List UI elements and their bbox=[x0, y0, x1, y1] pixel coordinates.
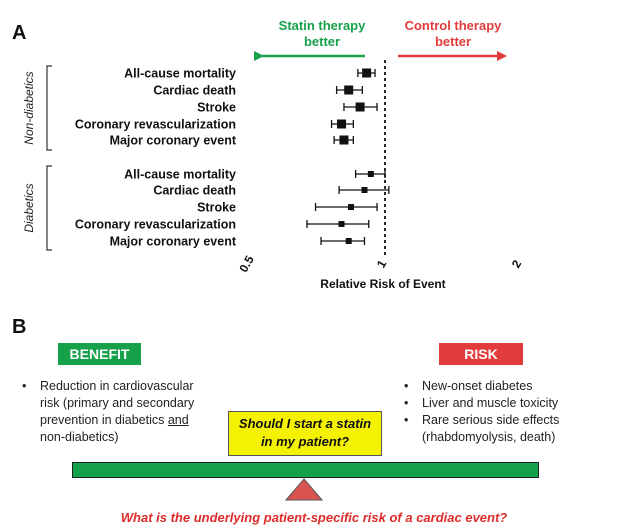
risk-list: New-onset diabetes Liver and muscle toxi… bbox=[400, 378, 600, 446]
row-label-diabetics-coronary-revascularization: Coronary revascularization bbox=[75, 218, 236, 232]
panel-a-letter: A bbox=[12, 22, 27, 44]
row-label-non-diabetics-cardiac-death: Cardiac death bbox=[153, 84, 236, 98]
control-better-label-line2: better bbox=[435, 34, 471, 49]
row-label-diabetics-major-coronary-event: Major coronary event bbox=[110, 235, 237, 249]
fulcrum-triangle bbox=[284, 478, 324, 501]
row-label-diabetics-all-cause-mortality: All-cause mortality bbox=[124, 168, 236, 182]
row-label-non-diabetics-coronary-revascularization: Coronary revascularization bbox=[75, 118, 236, 132]
row-label-non-diabetics-stroke: Stroke bbox=[197, 101, 236, 115]
point-non-diabetics-coronary-revascularization bbox=[337, 119, 347, 129]
benefit-line-2: risk (primary and secondary bbox=[40, 396, 195, 410]
point-diabetics-all-cause-mortality bbox=[367, 171, 374, 177]
non-diabetics-brace bbox=[46, 65, 52, 151]
row-label-diabetics-cardiac-death: Cardiac death bbox=[153, 184, 236, 198]
benefit-list: Reduction in cardiovascular risk (primar… bbox=[18, 378, 238, 446]
x-tick-label-0-5: 0.5 bbox=[236, 253, 257, 275]
forest-plot: Statin therapy better Control therapy be… bbox=[22, 18, 525, 291]
point-non-diabetics-major-coronary-event bbox=[339, 135, 349, 145]
statin-better-label-line1: Statin therapy bbox=[279, 18, 366, 33]
benefit-line-1: Reduction in cardiovascular bbox=[40, 379, 194, 393]
diabetics-brace bbox=[46, 165, 52, 251]
point-diabetics-cardiac-death bbox=[361, 187, 368, 193]
group-label-diabetics: Diabetics bbox=[22, 183, 36, 232]
point-non-diabetics-cardiac-death bbox=[344, 85, 354, 95]
row-label-diabetics-stroke: Stroke bbox=[197, 201, 236, 215]
risk-item-1: New-onset diabetes bbox=[400, 378, 600, 395]
bottom-question: What is the underlying patient-specific … bbox=[120, 510, 508, 525]
balance-beam bbox=[72, 462, 539, 478]
point-diabetics-coronary-revascularization bbox=[338, 221, 345, 227]
statin-better-label-line2: better bbox=[304, 34, 340, 49]
risk-label: RISK bbox=[439, 343, 523, 365]
point-diabetics-major-coronary-event bbox=[345, 238, 352, 244]
row-label-non-diabetics-all-cause-mortality: All-cause mortality bbox=[124, 67, 236, 81]
x-tick-label-2: 2 bbox=[509, 257, 525, 270]
benefit-item: Reduction in cardiovascular risk (primar… bbox=[18, 378, 238, 446]
question-box: Should I start a statin in my patient? bbox=[228, 411, 382, 456]
point-non-diabetics-stroke bbox=[355, 102, 365, 112]
question-line-2: in my patient? bbox=[260, 434, 350, 449]
panel-b-letter: B bbox=[12, 316, 27, 338]
x-tick-label-1: 1 bbox=[374, 257, 390, 270]
question-line-1: Should I start a statin bbox=[238, 416, 372, 431]
risk-item-2: Liver and muscle toxicity bbox=[400, 395, 600, 412]
group-label-non-diabetics: Non-diabetics bbox=[22, 71, 36, 144]
x-axis-label: Relative Risk of Event bbox=[320, 277, 445, 291]
benefit-line-4: non-diabetics) bbox=[40, 430, 119, 444]
risk-item-3: Rare serious side effects (rhabdomyolysi… bbox=[400, 412, 600, 446]
point-non-diabetics-all-cause-mortality bbox=[362, 68, 372, 78]
point-diabetics-stroke bbox=[348, 204, 355, 210]
benefit-label: BENEFIT bbox=[58, 343, 141, 365]
row-label-non-diabetics-major-coronary-event: Major coronary event bbox=[110, 134, 237, 148]
control-better-label-line1: Control therapy bbox=[405, 18, 503, 33]
benefit-line-3: prevention in diabetics and bbox=[40, 413, 189, 427]
